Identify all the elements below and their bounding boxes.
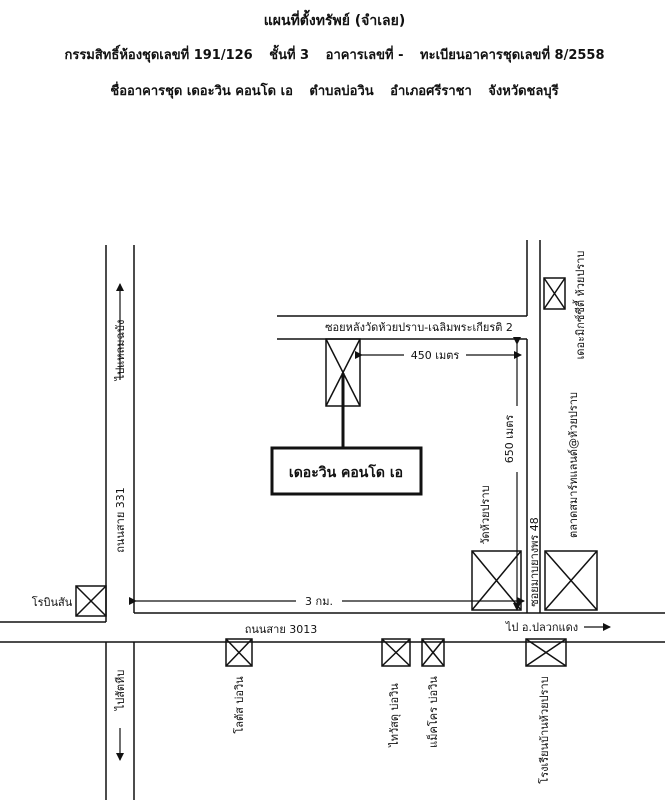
province-label: จังหวัดชลบุรี	[488, 84, 559, 99]
makro-label: แม็คโคร บ่อวิน	[426, 676, 440, 748]
robinson-marker	[75, 585, 107, 617]
robinson-label: โรบินสัน	[32, 595, 73, 609]
soi-48-label: ซอยมาบยางพร 48	[528, 517, 541, 607]
road-331-label: ถนนสาย 331	[114, 487, 127, 553]
registration-label: ทะเบียนอาคารชุดเลขที่ 8/2558	[420, 48, 605, 63]
floor-label: ชั้นที่ 3	[269, 48, 310, 63]
condo-name-label: ชื่ออาคารชุด เดอะวิน คอนโด เอ	[110, 84, 293, 99]
sena-label: เดอะมิกซ์ซีตี้ ห้วยปราบ	[572, 251, 587, 360]
sena-marker	[543, 277, 566, 310]
condo-label: เดอะวิน คอนโด เอ	[289, 463, 403, 481]
to-laem-chabang-label: ไปแหลมฉบัง	[114, 320, 127, 382]
location-line: ชื่ออาคารชุด เดอะวิน คอนโด เอ ตำบลบ่อวิน…	[0, 80, 669, 101]
school-label: โรงเรียนบ้านห้วยปราบ	[537, 676, 551, 783]
ownership-label: กรรมสิทธิ์ห้องชุดเลขที่ 191/126	[64, 48, 253, 63]
map-title: แผนที่ตั้งทรัพย์ (จำเลย)	[263, 13, 406, 29]
distance-450-label: 450 เมตร	[411, 349, 460, 362]
school-marker	[525, 638, 567, 667]
thaiwatsadu-marker	[381, 638, 411, 667]
soi-top-label: ซอยหลังวัดห้วยปราบ-เฉลิมพระเกียรติ 2	[325, 321, 513, 334]
market-marker	[544, 550, 598, 611]
subdistrict-label: ตำบลบ่อวิน	[309, 84, 374, 99]
temple-label: วัดห้วยปราบ	[479, 485, 492, 544]
makro-marker	[421, 638, 445, 667]
to-pluak-daeng-label: ไป อ.ปลวกแดง	[505, 621, 578, 634]
thaiwatsadu-label: ไทวัสดุ บ่อวิน	[388, 683, 401, 748]
market-label: ตลาดสมาร์ทแลนด์@ห้วยปราบ	[567, 392, 580, 538]
condo-label-box	[270, 446, 423, 496]
road-3013-label: ถนนสาย 3013	[245, 623, 318, 636]
distance-650-label: 650 เมตร	[503, 415, 516, 464]
distance-3km-label: 3 กม.	[305, 595, 333, 608]
building-label: อาคารเลขที่ -	[325, 48, 404, 63]
lotus-label: โลตัส บ่อวิน	[232, 676, 246, 734]
to-sattahip-label: ไปสัตหีบ	[114, 670, 127, 712]
ownership-line: กรรมสิทธิ์ห้องชุดเลขที่ 191/126 ชั้นที่ …	[0, 44, 669, 65]
district-label: อำเภอศรีราชา	[390, 84, 472, 99]
lotus-marker	[225, 638, 253, 667]
